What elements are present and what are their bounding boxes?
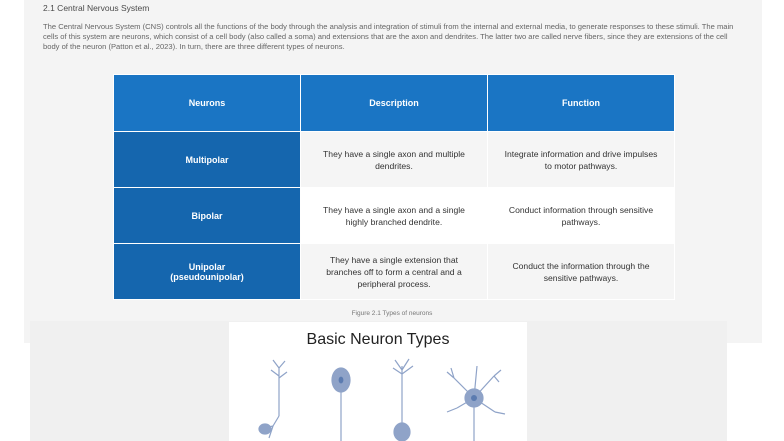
table-row: Bipolar They have a single axon and a si… <box>113 187 675 244</box>
row-function: Integrate information and drive impulses… <box>487 131 675 188</box>
row-description: They have a single axon and a single hig… <box>300 187 488 244</box>
table-row: Multipolar They have a single axon and m… <box>113 131 675 188</box>
header-neurons: Neurons <box>113 74 301 132</box>
neurons-table: Neurons Description Function Multipolar … <box>113 74 675 300</box>
header-function: Function <box>487 74 675 132</box>
intro-paragraph: The Central Nervous System (CNS) control… <box>43 22 734 51</box>
neuron-illustrations <box>258 358 506 441</box>
section-heading: 2.1 Central Nervous System <box>43 3 150 13</box>
bipolar-neuron-icon <box>331 367 351 441</box>
multipolar-neuron-icon <box>446 365 506 441</box>
header-description: Description <box>300 74 488 132</box>
bipolar-branched-neuron-icon <box>392 358 414 441</box>
figure-title: Basic Neuron Types <box>306 331 450 348</box>
figure-caption: Figure 2.1 Types of neurons <box>351 310 433 317</box>
row-function: Conduct the information through the sens… <box>487 243 675 300</box>
row-description: They have a single axon and multiple den… <box>300 131 488 188</box>
row-type: Multipolar <box>113 131 301 188</box>
row-function: Conduct information through sensitive pa… <box>487 187 675 244</box>
unipolar-neuron-icon <box>258 359 288 439</box>
row-type: Unipolar (pseudounipolar) <box>113 243 301 300</box>
row-description: They have a single extension that branch… <box>300 243 488 300</box>
table-header-row: Neurons Description Function <box>113 74 675 132</box>
row-type: Bipolar <box>113 187 301 244</box>
table-row: Unipolar (pseudounipolar) They have a si… <box>113 243 675 300</box>
